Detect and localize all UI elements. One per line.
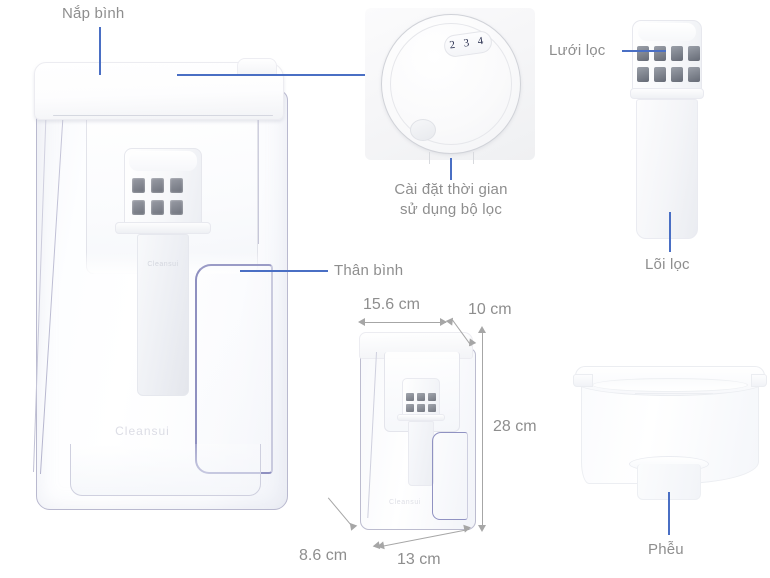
label-lid: Nắp bình <box>62 5 125 22</box>
dial-tick-left <box>429 152 431 164</box>
leader-line-body <box>240 270 328 272</box>
filter-mesh-row-top <box>637 46 700 61</box>
funnel-rim-inner <box>592 378 748 392</box>
inner-filter-cartridge: Cleansui <box>115 148 211 398</box>
pitcher-lid <box>34 58 284 120</box>
dimension-arrow-width-top <box>362 322 446 324</box>
dim-cartridge-mesh-bottom <box>406 404 436 412</box>
funnel-rim <box>575 366 765 396</box>
timer-dial[interactable]: 2 3 4 <box>381 14 521 154</box>
dim-cartridge-mesh-top <box>406 393 436 401</box>
pitcher-handle-cutout <box>195 264 273 474</box>
label-body: Thân bình <box>334 262 404 279</box>
label-timer-setting-line2: sử dụng bộ lọc <box>399 201 503 219</box>
cartridge-cap-top <box>129 151 197 171</box>
label-timer-setting: Cài đặt thời gian sử dụng bộ lọc <box>380 180 522 221</box>
pitcher-right-facet-edge <box>257 94 259 244</box>
arrowhead-width-bottom-left <box>376 541 385 551</box>
dimension-width-top: 15.6 cm <box>363 296 420 313</box>
main-pitcher-illustration: Cleansui Cleansui <box>30 52 295 512</box>
lid-seam <box>53 115 273 116</box>
dimension-width-bottom: 13 cm <box>397 551 441 568</box>
dimension-arrow-height <box>482 332 484 528</box>
leader-line-filter-mesh <box>622 50 666 52</box>
leader-line-filter-core <box>669 212 671 252</box>
dial-tick-right <box>473 152 475 164</box>
timer-dial-panel: 2 3 4 <box>365 8 535 164</box>
dial-inner-ring <box>390 23 512 145</box>
funnel-tab-right <box>751 374 767 387</box>
dimension-depth-top: 10 cm <box>468 301 512 318</box>
arrowhead-width-top-left <box>358 318 365 326</box>
cartridge-core-body: Cleansui <box>137 234 189 396</box>
filter-cartridge-collar <box>630 88 704 99</box>
funnel-tab-left <box>573 374 593 387</box>
cartridge-body-brand: Cleansui <box>147 261 179 268</box>
leader-line-lid <box>99 27 101 75</box>
arrowhead-height-bottom <box>478 525 486 532</box>
dim-cartridge-collar <box>397 414 445 421</box>
dim-pitcher-handle-cutout <box>432 432 468 520</box>
filter-cartridge-illustration <box>630 20 704 240</box>
pitcher-floor <box>70 444 261 496</box>
arrowhead-width-top-right <box>440 318 447 326</box>
dim-pitcher-cartridge <box>397 378 445 486</box>
filter-cartridge-cap-top <box>638 23 696 41</box>
arrowhead-height-top <box>478 326 486 333</box>
label-funnel: Phễu <box>648 541 684 558</box>
dimension-pitcher-illustration: Cleansui <box>358 330 478 530</box>
funnel-seam <box>635 393 713 394</box>
leader-line-lid-to-dial <box>177 74 365 76</box>
funnel-illustration <box>573 360 767 510</box>
dial-numbers: 2 3 4 <box>448 34 488 52</box>
dimension-arrow-width-bottom <box>380 528 470 548</box>
filter-mesh-row-bottom <box>637 67 700 82</box>
cartridge-mesh-row-bottom <box>132 200 183 215</box>
arrowhead-width-bottom-right <box>463 523 472 533</box>
dimension-height: 28 cm <box>493 418 537 435</box>
lid-tab <box>237 58 277 74</box>
filter-cartridge-core <box>636 99 698 239</box>
leader-line-timer <box>450 158 452 180</box>
cartridge-collar <box>115 222 211 234</box>
dim-cartridge-core <box>408 421 434 486</box>
cartridge-mesh-row-top <box>132 178 183 193</box>
dial-thumb-knob[interactable] <box>410 119 436 141</box>
label-timer-setting-line1: Cài đặt thời gian <box>394 181 508 198</box>
pitcher-brand-text: Cleansui <box>115 424 170 438</box>
leader-line-funnel <box>668 492 670 535</box>
label-filter-core: Lõi lọc <box>645 256 690 273</box>
label-filter-mesh: Lưới lọc <box>549 42 606 59</box>
dimension-depth-bottom: 8.6 cm <box>299 547 348 564</box>
dim-pitcher-brand-text: Cleansui <box>388 499 422 506</box>
